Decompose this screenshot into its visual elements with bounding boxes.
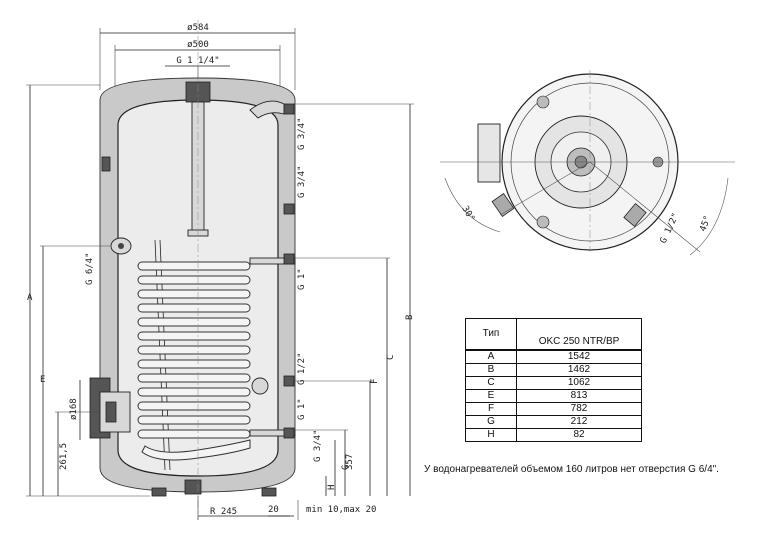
port-label-g34-bottom: G 3/4" — [313, 429, 323, 462]
table-cell-value: 82 — [516, 428, 642, 442]
table-cell-type: C — [465, 376, 517, 390]
lower-flange — [89, 377, 131, 439]
table-cell-value: 212 — [516, 415, 642, 429]
dim-top-fitting: G 1 1/4" — [176, 56, 219, 66]
table-cell-value: 1062 — [516, 376, 642, 390]
bottom-dimensions: R 245 20 min 10,max 20 — [197, 496, 376, 520]
dim-label-G: G — [341, 465, 351, 470]
table-header-type: Тип — [465, 318, 517, 351]
port-label-g34-top: G 3/4" — [297, 117, 307, 150]
dim-label-B: B — [405, 315, 415, 320]
table-cell-value: 1462 — [516, 363, 642, 377]
port-label-g1-lower: G 1" — [297, 398, 307, 420]
dim-label-R245: R 245 — [210, 507, 237, 517]
table-cell-type: H — [465, 428, 517, 442]
dim-label-C: C — [386, 355, 396, 360]
top-view-angle-45: 45° — [698, 214, 713, 233]
table-header-model: OKC 250 NTR/BP — [516, 318, 642, 351]
coil-outlet-pipe — [249, 429, 296, 437]
table-cell-type: E — [465, 389, 517, 403]
dim-label-A: A — [27, 293, 33, 303]
coil-inlet-pipe — [249, 257, 296, 265]
dim-label-357: 357 — [345, 454, 355, 470]
top-view: 30° 45° G 1/2" — [440, 70, 735, 256]
dim-label-E: E — [40, 375, 45, 385]
table-cell-value: 813 — [516, 389, 642, 403]
port-label-g12: G 1/2" — [297, 352, 307, 385]
top-view-port-g12: G 1/2" — [659, 212, 682, 246]
port-label-g1-upper: G 1" — [297, 268, 307, 290]
flange-label-g64: G 6/4" — [85, 252, 95, 285]
left-socket — [101, 156, 111, 172]
right-dimensions: B C F 357 G H — [294, 103, 415, 496]
right-port-labels: G 3/4" G 3/4" G 1" G 1/2" G 1" G 3/4" — [297, 117, 323, 462]
right-port-fittings — [249, 100, 295, 439]
dim-inner-diameter: ø500 — [187, 40, 209, 50]
dim-label-feet: min 10,max 20 — [306, 505, 376, 515]
table-cell-type: F — [465, 402, 517, 416]
heat-exchanger-coil — [137, 261, 251, 461]
table-cell-type: B — [465, 363, 517, 377]
dim-label-168: ø168 — [69, 398, 79, 420]
table-cell-type: G — [465, 415, 517, 429]
top-view-angle-30: 30° — [459, 205, 476, 224]
dim-label-20a: 20 — [268, 505, 279, 515]
port-label-g34-mid: G 3/4" — [297, 165, 307, 198]
table-cell-type: A — [465, 349, 517, 364]
feet — [151, 479, 277, 497]
table-header-row: Тип OKC 250 NTR/BP — [465, 318, 642, 351]
table-cell-value: 1542 — [516, 349, 642, 364]
footnote: У водонагревателей объемом 160 литров не… — [424, 464, 719, 475]
left-dimensions: A E 261,5 ø168 G 6/4" — [26, 84, 150, 497]
table-cell-value: 782 — [516, 402, 642, 416]
dim-label-F: F — [370, 379, 380, 384]
dim-label-261: 261,5 — [59, 443, 69, 470]
dim-label-H: H — [327, 485, 337, 490]
